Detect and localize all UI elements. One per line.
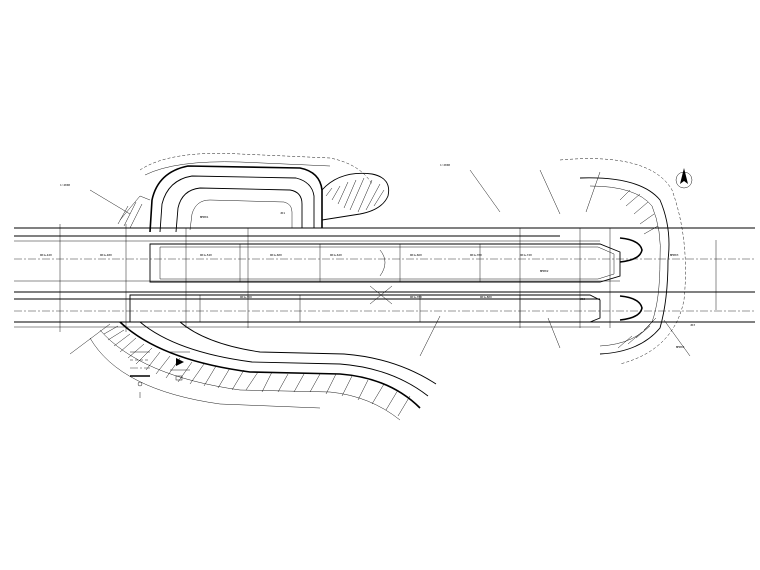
north-loop-ramp [139,153,373,233]
lower-platform [129,285,601,323]
station-label: DK1+660 [410,253,422,257]
station-label: DK1+700 [470,253,482,257]
annotation-label: 1:4000 [60,183,70,187]
annotation-label: JD2 [580,297,585,301]
station-label: DK1+600 [270,253,282,257]
north-arrow-icon [675,168,693,189]
station-label: DK1+480 [100,253,112,257]
annotation-label: JD3 [690,323,695,327]
station-label: DK1+540 [200,253,212,257]
east-tunnel-portal [559,158,686,365]
annotation-label: JD1 [280,211,285,215]
south-slope-hatch [103,325,411,417]
station-ticks [59,224,717,332]
station-label: DK1+800 [480,295,492,299]
annotation-label: BM001 [200,215,209,219]
annotation-labels: 1:4000 1:2000 BM001 BM002 BM003 BM004 JD… [60,163,695,349]
south-curved-ramp [89,321,437,421]
main-carriageway [14,227,755,328]
leader-lines [69,169,691,357]
annotation-label: BM003 [670,253,679,257]
annotation-label: 1:2000 [440,163,450,167]
station-label: DK1+780 [410,295,422,299]
station-label: DK1+420 [40,253,52,257]
station-labels: DK1+420 DK1+480 DK1+540 DK1+600 DK1+620 … [40,253,532,299]
annotation-label: BM002 [540,269,549,273]
station-label: DK1+620 [330,253,342,257]
north-slope-hatch [117,172,390,229]
legend-block [130,351,190,398]
station-label: DK1+720 [520,253,532,257]
central-median [149,243,621,283]
annotation-label: BM004 [676,345,685,349]
station-label: DK1+760 [240,295,252,299]
